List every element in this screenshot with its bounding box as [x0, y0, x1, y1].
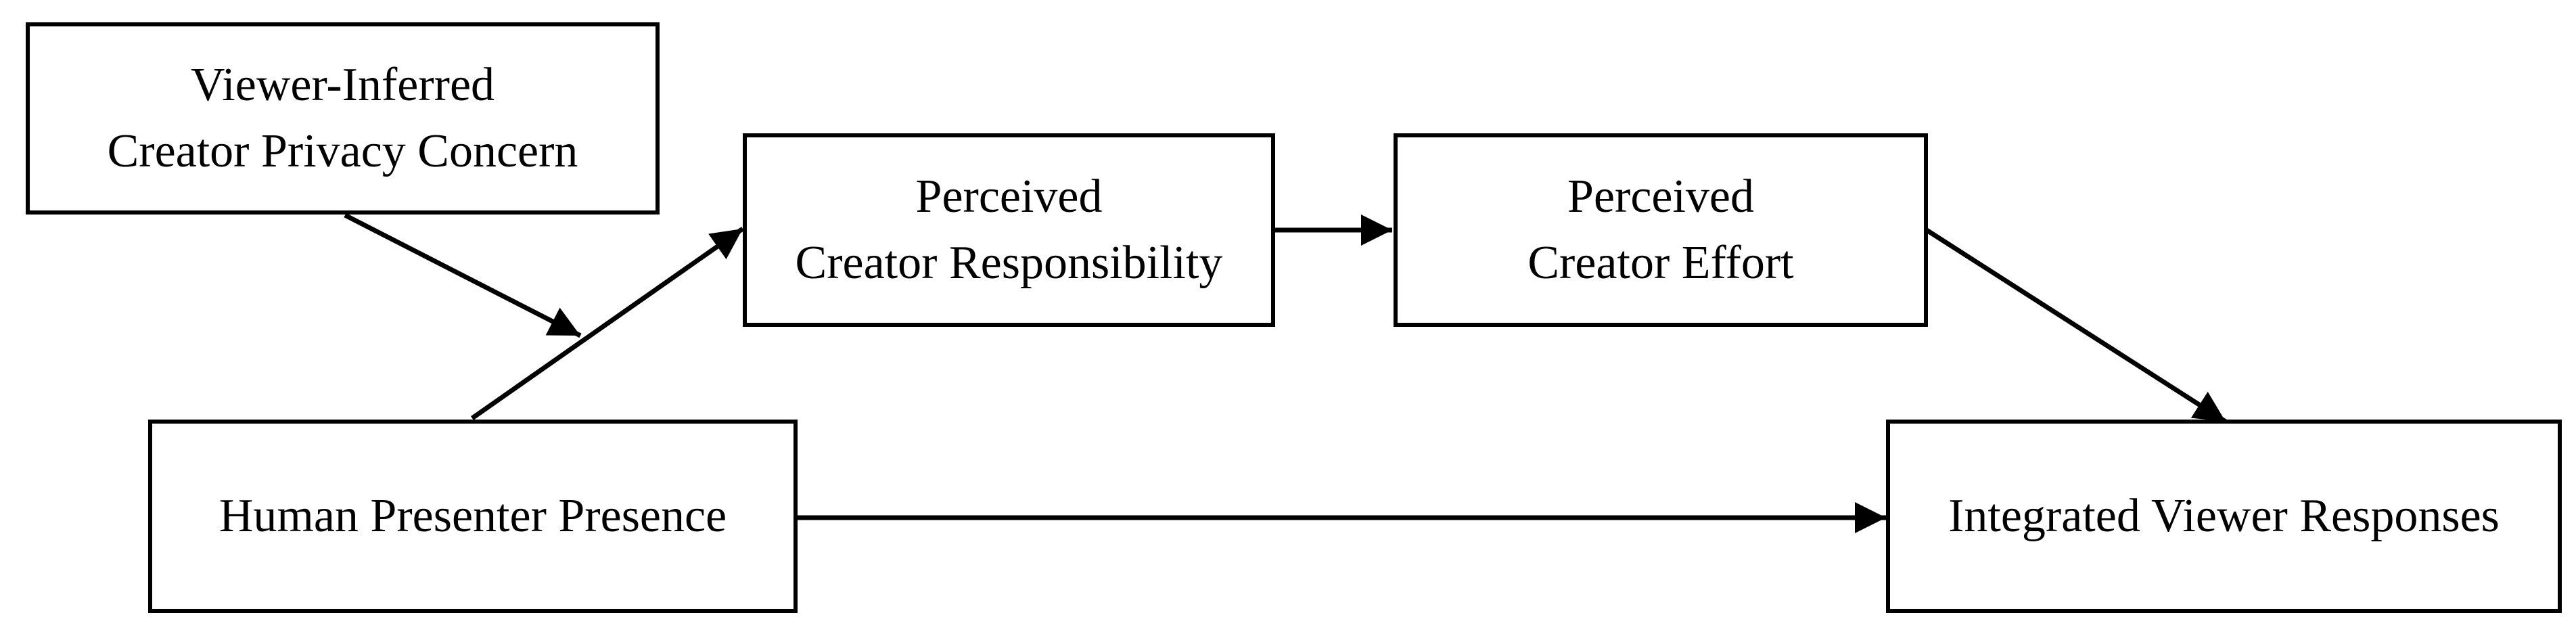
node-integrated-viewer-responses: Integrated Viewer Responses: [1886, 420, 2562, 613]
node-perceived-creator-effort: Perceived Creator Effort: [1394, 133, 1928, 327]
node-label-line1: Viewer-Inferred: [190, 59, 495, 111]
node-viewer-inferred-creator-privacy-concern: Viewer-Inferred Creator Privacy Concern: [26, 22, 660, 215]
node-human-presenter-presence: Human Presenter Presence: [148, 420, 798, 613]
node-label-line2: Creator Effort: [1527, 237, 1794, 289]
arrow-privacy-to-path: [344, 212, 582, 338]
arrow-presence-to-responsibility: [470, 227, 745, 420]
node-label: Integrated Viewer Responses: [1948, 490, 2500, 542]
node-label-line2: Creator Responsibility: [795, 237, 1223, 289]
node-label: Human Presenter Presence: [218, 490, 727, 542]
arrow-effort-to-responses: [1925, 228, 2227, 424]
node-label-line1: Perceived: [1567, 171, 1754, 223]
node-label-line1: Perceived: [915, 171, 1103, 223]
node-label-line2: Creator Privacy Concern: [107, 125, 578, 177]
node-perceived-creator-responsibility: Perceived Creator Responsibility: [743, 133, 1275, 327]
